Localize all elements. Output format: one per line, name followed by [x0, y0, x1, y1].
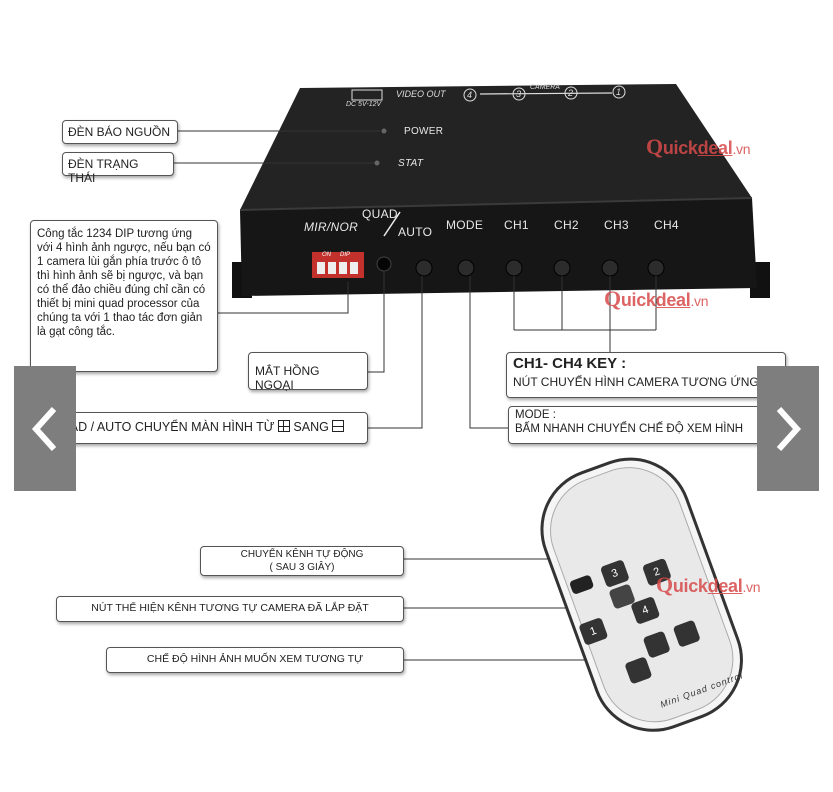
dip-switch-text: Công tắc 1234 DIP tương ứng với 4 hình ả… — [37, 228, 211, 338]
quickdeal-logo-2: Quickdeal.vn — [604, 286, 709, 311]
quickdeal-logo-3: Quickdeal.vn — [656, 572, 761, 597]
remote-view-key-b[interactable] — [672, 619, 701, 648]
dip-dip-label: DIP — [340, 252, 351, 258]
quad-view-icon — [277, 420, 290, 432]
quad-auto-callout: QUAD / AUTO CHUYỂN MÀN HÌNH TỪ SANG — [44, 412, 368, 444]
auto-switch-line1: CHUYỂN KÊNH TỰ ĐỘNG — [240, 549, 364, 560]
chevron-right-icon — [776, 406, 802, 451]
chevron-left-icon — [31, 406, 57, 451]
auto-label: AUTO — [398, 225, 433, 239]
channel-buttons-callout: NÚT THỂ HIỆN KÊNH TƯƠNG TỰ CAMERA ĐÃ LẮP… — [56, 596, 404, 622]
prev-arrow-button[interactable] — [14, 366, 76, 491]
auto-switch-callout: CHUYỂN KÊNH TỰ ĐỘNG ( SAU 3 GIÂY) — [200, 546, 404, 576]
view-mode-callout: CHẾ ĐỘ HÌNH ẢNH MUỐN XEM TƯƠNG TỰ — [106, 647, 404, 673]
mode-title: MODE : — [515, 409, 556, 421]
ch-key-title: CH1- CH4 KEY : — [513, 355, 627, 372]
dip-on-label: ON — [322, 252, 331, 258]
remote-view-key-a[interactable] — [642, 630, 671, 659]
ch1-label: CH1 — [504, 218, 529, 232]
mode-label: MODE — [446, 218, 484, 232]
quad-label: QUAD — [362, 207, 398, 221]
port-2-label: 2 — [568, 88, 574, 98]
video-out-label: VIDEO OUT — [396, 89, 446, 99]
remote-key-1-label: 1 — [588, 624, 599, 639]
remote-key-1[interactable]: 1 — [578, 617, 609, 646]
ir-eye-text: MẮT HỒNG NGOẠI — [255, 364, 320, 392]
mode-desc: BẤM NHANH CHUYỂN CHẾ ĐỘ XEM HÌNH — [515, 423, 744, 435]
camera-label: CAMERA — [530, 84, 560, 91]
auto-switch-line2: ( SAU 3 GIÂY) — [269, 562, 335, 573]
power-led-text: ĐÈN BÁO NGUỒN — [68, 125, 171, 139]
remote-key-4-label: 4 — [640, 603, 651, 618]
quad-auto-text: QUAD / AUTO CHUYỂN MÀN HÌNH TỪ — [51, 420, 275, 434]
port-1-label: 1 — [616, 87, 622, 97]
ch2-label: CH2 — [554, 218, 579, 232]
channel-buttons-text: NÚT THỂ HIỆN KÊNH TƯƠNG TỰ CAMERA ĐÃ LẮP… — [91, 602, 369, 614]
stat-label: STAT — [398, 158, 424, 169]
status-led-text: ĐÈN TRẠNG THÁI — [68, 157, 139, 185]
single-view-icon — [332, 420, 345, 432]
ch-key-desc: NÚT CHUYỂN HÌNH CAMERA TƯƠNG ỨNG — [513, 375, 759, 389]
remote-seq-button[interactable] — [568, 574, 595, 595]
ir-eye-callout: MẮT HỒNG NGOẠI — [248, 352, 368, 392]
ch3-label: CH3 — [604, 218, 629, 232]
remote-key-3-label: 3 — [609, 566, 620, 581]
ch4-label: CH4 — [654, 218, 679, 232]
status-led-callout: ĐÈN TRẠNG THÁI — [62, 152, 174, 185]
quad-auto-mid-text: SANG — [293, 420, 329, 434]
quickdeal-logo-1: Quickdeal.vn — [646, 134, 751, 159]
power-label: POWER — [404, 126, 444, 137]
port-4-label: 4 — [467, 90, 473, 100]
ch-key-callout: CH1- CH4 KEY : NÚT CHUYỂN HÌNH CAMERA TƯ… — [506, 352, 786, 398]
view-mode-text: CHẾ ĐỘ HÌNH ẢNH MUỐN XEM TƯƠNG TỰ — [146, 653, 364, 665]
port-3-label: 3 — [516, 89, 522, 99]
remote-quad-view-key[interactable] — [624, 656, 653, 685]
dc-label: DC 5V-12V — [346, 101, 382, 108]
mir-nor-label: MIR/NOR — [304, 220, 359, 234]
remote-label: Mini Quad control — [658, 670, 745, 710]
power-led-callout: ĐÈN BÁO NGUỒN — [62, 120, 178, 144]
next-arrow-button[interactable] — [757, 366, 819, 491]
dip-switch-callout: Công tắc 1234 DIP tương ứng với 4 hình ả… — [30, 220, 218, 372]
mode-callout: MODE : BẤM NHANH CHUYỂN CHẾ ĐỘ XEM HÌNH — [508, 406, 766, 444]
